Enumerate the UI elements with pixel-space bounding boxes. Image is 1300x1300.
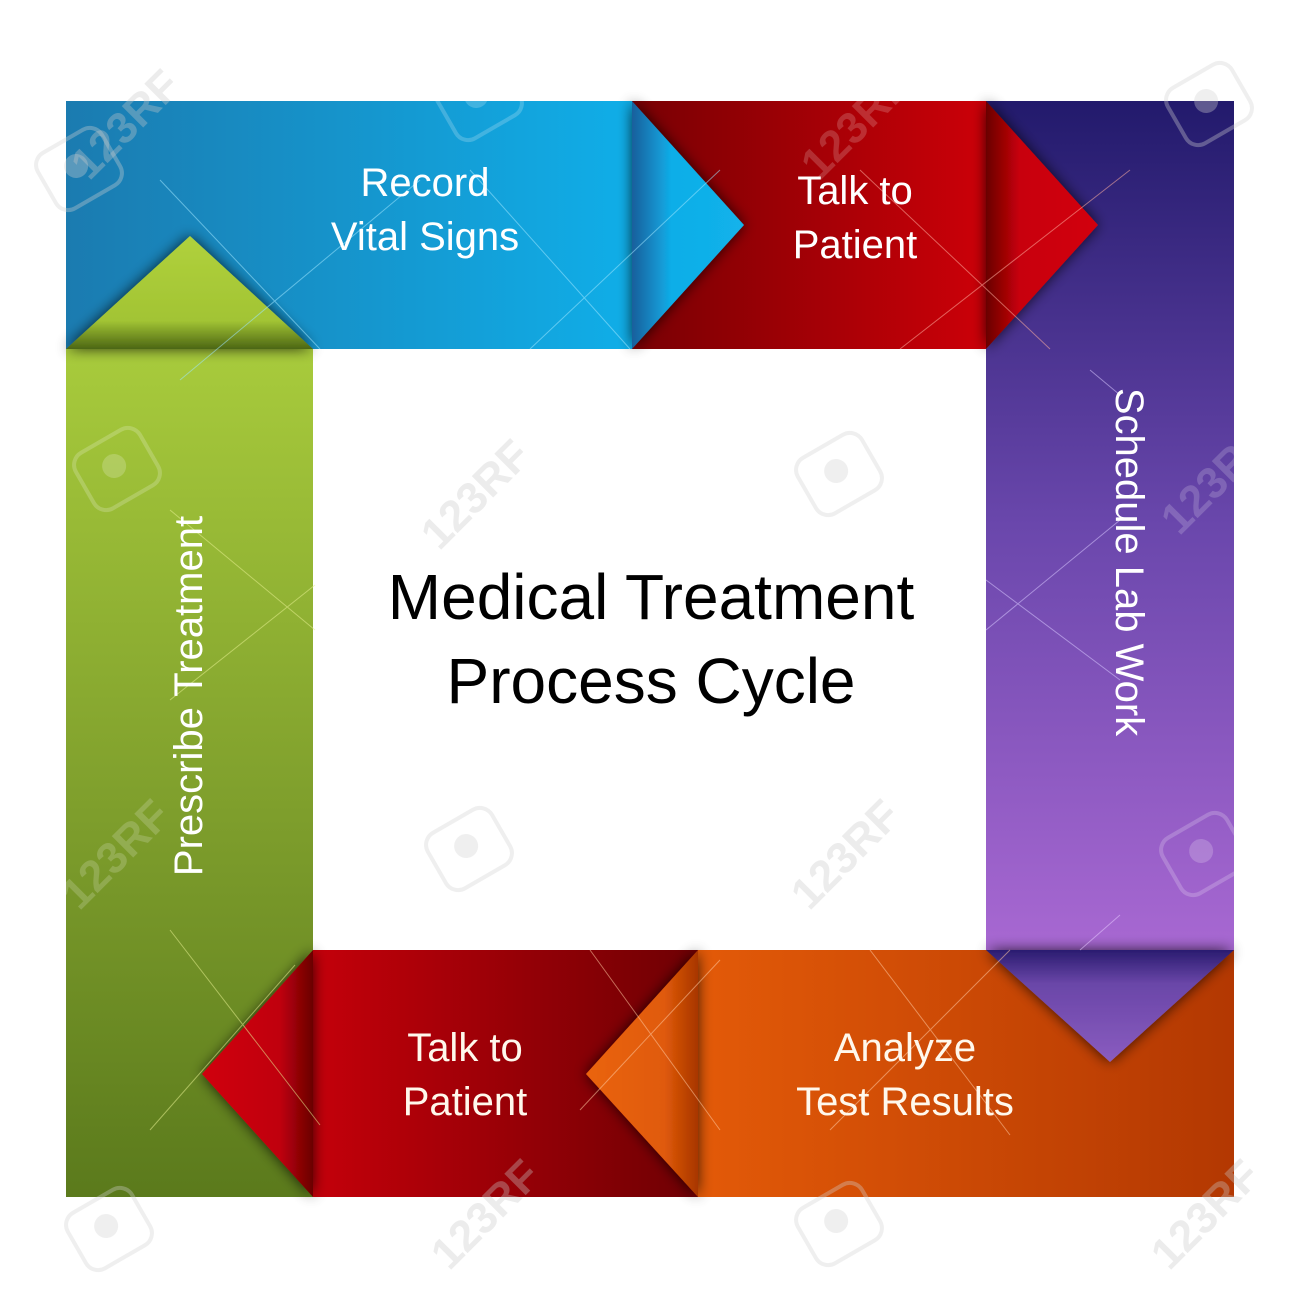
arrow-red-left [202, 950, 313, 1197]
diagram-title: Medical Treatment Process Cycle [387, 561, 915, 717]
step-label-analyze-test-results: Analyze Test Results [796, 1026, 1014, 1124]
step-label-talk-to-patient-top: Talk to Patient [792, 169, 918, 267]
step-label-prescribe-treatment: Prescribe Treatment [167, 515, 211, 877]
step-label-talk-to-patient-bottom: Talk to Patient [402, 1026, 528, 1124]
step-label-record-vital-signs: Record Vital Signs [330, 161, 520, 259]
step-label-schedule-lab-work: Schedule Lab Work [1107, 387, 1151, 737]
arrow-purple-down [986, 950, 1234, 1062]
arrow-red-right [986, 101, 1098, 349]
arrow-blue-right [632, 101, 744, 349]
arrow-orange-left [586, 950, 698, 1197]
